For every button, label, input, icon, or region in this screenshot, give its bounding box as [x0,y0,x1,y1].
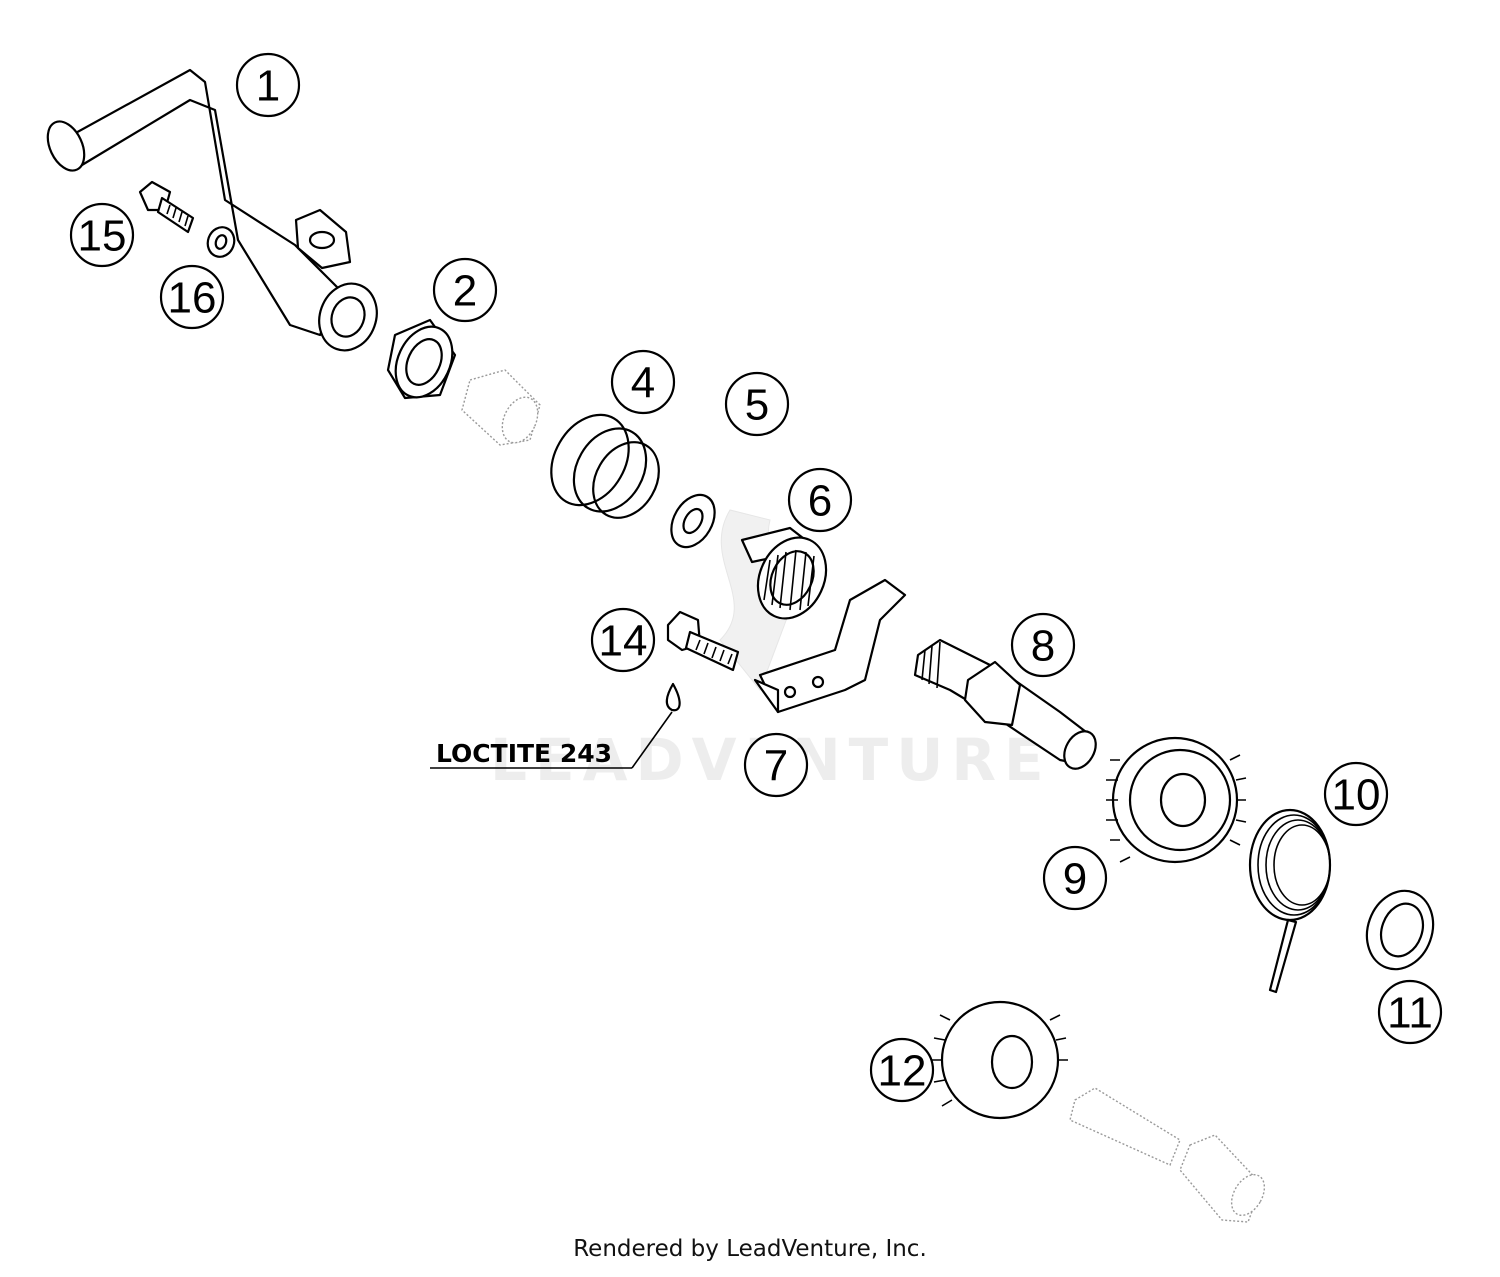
callout-label-7: 7 [764,742,788,791]
callout-14: 14 [590,607,656,673]
callout-label-2: 2 [453,267,477,316]
callout-label-10: 10 [1332,771,1381,820]
callout-11: 11 [1377,979,1443,1045]
footer-credit: Rendered by LeadVenture, Inc. [573,1236,927,1262]
loctite-drop [665,682,681,712]
ratchet-6 [740,526,828,620]
seal-ring-2 [386,318,457,400]
gear-12 [932,1000,1068,1120]
bolt-15 [138,180,195,234]
callout-2: 2 [432,257,498,323]
callout-7: 7 [743,732,809,798]
callout-16: 16 [159,264,225,330]
callout-label-4: 4 [631,359,655,408]
callout-label-6: 6 [808,477,832,526]
callout-10: 10 [1323,761,1389,827]
gear-9 [1106,736,1247,864]
idler-shaft-ghost [1069,1087,1266,1223]
callout-6: 6 [787,467,853,533]
callout-15: 15 [69,202,135,268]
washer-5 [670,493,716,549]
callout-label-14: 14 [599,617,648,666]
torsion-spring-10 [1248,808,1332,994]
callout-5: 5 [724,371,790,437]
callout-9: 9 [1042,845,1108,911]
seal-11 [1365,889,1435,971]
bolt-14 [666,610,740,672]
spring-4 [550,413,660,519]
loctite-leader [430,711,673,769]
shaft-8 [913,638,1097,770]
callout-label-1: 1 [256,62,280,111]
callout-4: 4 [610,349,676,415]
callout-label-8: 8 [1031,622,1055,671]
stop-plate-7 [753,578,907,714]
callout-label-16: 16 [168,274,217,323]
bushing-ghost [461,369,541,446]
kick-lever [46,68,378,352]
callout-label-15: 15 [78,212,127,261]
washer-16 [206,226,236,258]
callout-1: 1 [235,52,301,118]
callout-8: 8 [1010,612,1076,678]
loctite-note: LOCTITE 243 [436,739,612,768]
callout-12: 12 [869,1037,935,1103]
callout-label-12: 12 [878,1047,927,1096]
callout-label-9: 9 [1063,855,1087,904]
callout-label-5: 5 [745,381,769,430]
callout-label-11: 11 [1387,989,1433,1038]
